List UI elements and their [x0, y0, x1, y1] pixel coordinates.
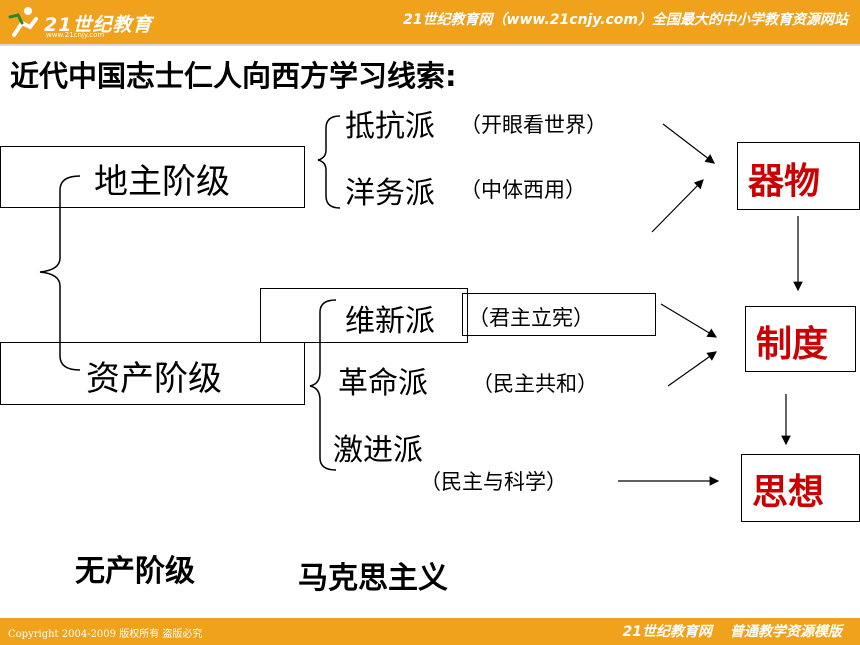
class-brace — [39, 175, 81, 371]
bourgeois-class-box — [0, 342, 305, 405]
arrow-revolution-to-institutions — [667, 351, 717, 387]
logo-runner-icon — [8, 7, 38, 37]
slide-title: 近代中国志士仁人向西方学习线索: — [10, 59, 457, 93]
landlord-class-label: 地主阶级 — [94, 162, 230, 202]
header-bar — [0, 0, 860, 44]
school-revolution-note: （民主共和） — [472, 372, 598, 396]
arrow-westernization-to-artifacts — [651, 179, 704, 233]
school-resistance: 抵抗派 — [345, 109, 435, 144]
marxism-label: 马克思主义 — [298, 561, 448, 596]
proletariat-class-label: 无产阶级 — [75, 554, 195, 589]
school-westernization: 洋务派 — [345, 176, 435, 211]
school-radical-note: （民主与科学） — [420, 470, 567, 494]
school-resistance-note: （开眼看世界） — [460, 113, 607, 137]
footer-site: 21世纪教育网 — [622, 624, 712, 640]
school-radical: 激进派 — [333, 433, 423, 468]
arrow-resistance-to-artifacts — [662, 123, 715, 164]
reform-note-box — [462, 293, 656, 336]
arrow-reform-to-institutions — [660, 303, 718, 338]
school-reform-note: （君主立宪） — [468, 306, 594, 330]
footer-right: 21世纪教育网 普通教学资源模版 — [605, 621, 842, 641]
bourgeois-class-label: 资产阶级 — [86, 359, 222, 399]
stage-institutions-label: 制度 — [756, 324, 829, 365]
footer-template: 普通教学资源模版 — [730, 624, 842, 640]
school-reform: 维新派 — [345, 304, 435, 339]
logo-url: www.21cnjy.com — [46, 31, 105, 39]
reform-box — [260, 288, 468, 343]
logo-text: 21世纪教育 — [44, 14, 153, 36]
footer-copyright: Copyright 2004-2009 版权所有 盗版必究 — [8, 629, 203, 640]
bourgeois-schools-brace — [309, 299, 337, 471]
footer-bar — [0, 618, 860, 645]
stage-institutions-box — [745, 306, 856, 372]
stage-thought-label: 思想 — [752, 472, 825, 513]
landlord-class-box — [0, 146, 305, 208]
stage-artifacts-label: 器物 — [748, 161, 821, 202]
landlord-schools-brace — [317, 115, 341, 209]
header-divider — [0, 44, 860, 46]
school-revolution: 革命派 — [338, 366, 428, 401]
header-slogan: 21世纪教育网（www.21cnjy.com）全国最大的中小学教育资源网站 — [403, 12, 848, 28]
school-westernization-note: （中体西用） — [460, 178, 586, 202]
